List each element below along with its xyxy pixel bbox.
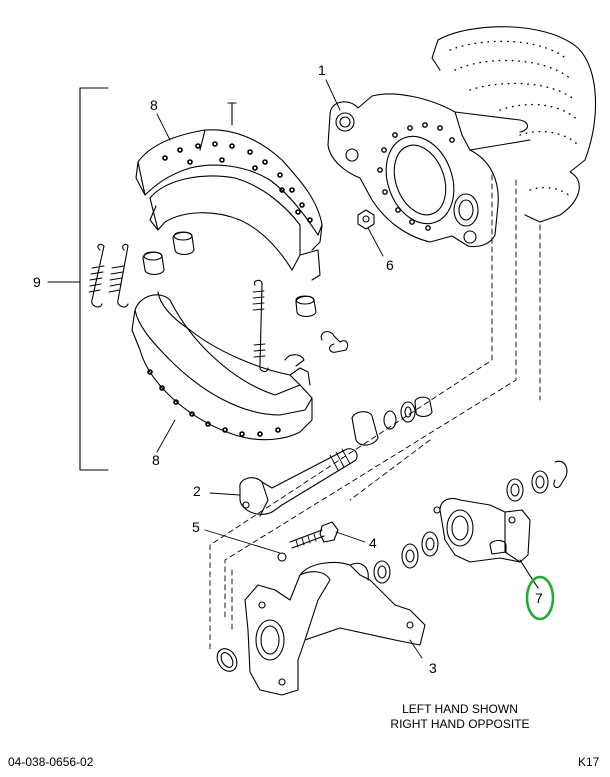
dust-shield	[431, 26, 596, 223]
assembly-guide-lines	[209, 174, 541, 651]
callout-5: 5	[192, 519, 200, 535]
callout-4: 4	[369, 535, 377, 551]
mounting-bolt	[289, 521, 339, 549]
brake-spider	[327, 93, 531, 248]
callout-6: 6	[386, 257, 394, 273]
callout-7: 7	[535, 590, 543, 606]
callout-2: 2	[193, 483, 201, 499]
page-reference: K17	[578, 755, 600, 769]
center-spring	[252, 279, 269, 373]
drawing-number: 04-038-0656-02	[8, 755, 94, 769]
brake-shoe-lower	[131, 291, 313, 441]
camshaft	[239, 396, 433, 517]
caption-line-2: RIGHT HAND OPPOSITE	[390, 717, 530, 731]
lock-nut	[357, 209, 375, 230]
callout-8-top: 8	[150, 97, 158, 113]
brake-shoe-upper	[135, 102, 323, 281]
callout-leaders	[156, 79, 423, 659]
callout-9: 9	[33, 274, 41, 290]
return-springs	[88, 243, 129, 308]
camshaft-bracket	[216, 561, 426, 696]
retainer-clips	[284, 331, 349, 367]
washers-and-bushings	[373, 460, 568, 584]
callout-1: 1	[318, 62, 326, 78]
grease-fitting	[277, 552, 287, 562]
highlight-ring	[525, 575, 555, 621]
anchor-pin-rollers	[142, 231, 317, 318]
brake-shoe-group-bracket	[47, 87, 109, 471]
callout-3: 3	[429, 660, 437, 676]
slack-adjuster	[433, 497, 539, 589]
caption-line-1: LEFT HAND SHOWN	[402, 702, 518, 716]
callout-8-bottom: 8	[152, 452, 160, 468]
